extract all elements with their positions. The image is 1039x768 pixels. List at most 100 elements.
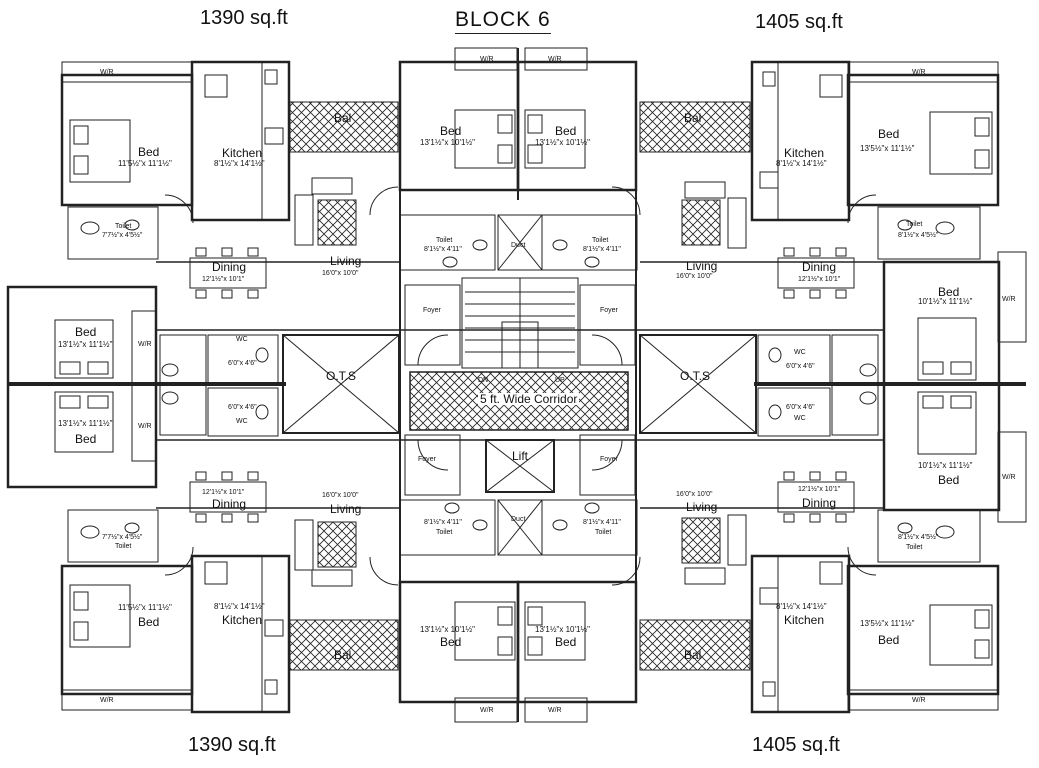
ots-label-left: O.T.S xyxy=(326,369,357,383)
area-top-right: 1405 sq.ft xyxy=(755,11,843,33)
duct-label-top: Duct xyxy=(511,242,526,249)
toilet-dim-4: 8'1½"x 4'5½" xyxy=(898,232,939,239)
top-right-toilet-room xyxy=(877,206,981,260)
wc-dim-4: 6'0"x 4'6" xyxy=(786,404,815,411)
kitchen-dim-2: 8'1½"x 14'1½" xyxy=(776,159,827,168)
wc-label-1: WC xyxy=(236,336,248,343)
area-bottom-right: 1405 sq.ft xyxy=(752,734,840,756)
wc-label-2: WC xyxy=(236,418,248,425)
kitchen-counters xyxy=(204,62,843,712)
bed-label-10: Bed xyxy=(440,635,462,649)
right-mid-wr-top xyxy=(997,251,1027,343)
ots-left-cross xyxy=(282,334,400,434)
bal-label-2: Bal xyxy=(684,111,702,125)
balcony-top-right xyxy=(639,101,751,153)
bed-dim-2: 13'1½"x 10'1½" xyxy=(420,138,475,147)
kitchen-dim-4: 8'1½"x 14'1½" xyxy=(776,602,827,611)
wr-label-12: W/R xyxy=(912,697,926,704)
center-toilet-bottom-right xyxy=(541,499,638,556)
door-6 xyxy=(369,556,399,586)
door-10 xyxy=(591,334,623,366)
dining-label-1: Dining xyxy=(212,260,247,274)
balcony-top-left xyxy=(289,101,399,153)
door-9 xyxy=(417,334,449,366)
door-5 xyxy=(164,546,194,576)
toilet-fixtures xyxy=(80,219,955,539)
door-7 xyxy=(611,556,641,586)
toilet-dim-3: 8'1½"x 4'11" xyxy=(583,246,621,253)
block-title: BLOCK 6 xyxy=(455,9,551,34)
wr-label-3: W/R xyxy=(548,56,562,63)
wc-label-4: WC xyxy=(794,415,806,422)
living-label-3: Living xyxy=(330,502,362,516)
wr-label-6: W/R xyxy=(138,423,152,430)
bottom-center-bed-right xyxy=(516,580,638,704)
kitchen-dim-1: 8'1½"x 14'1½" xyxy=(214,159,265,168)
stair-dn-label: DN xyxy=(478,377,489,384)
wc-top-right xyxy=(757,334,831,384)
bed-label-5: Bed xyxy=(75,325,97,339)
bottom-right-bed-room xyxy=(846,564,1000,696)
toilet-label-4: Toilet xyxy=(906,221,923,228)
bed-dim-12: 13'5½"x 11'1½" xyxy=(860,619,915,628)
wr-label-9: W/R xyxy=(100,697,114,704)
bed-dim-6: 13'1½"x 11'1½" xyxy=(58,419,113,428)
toilet-dim-1: 7'7½"x 4'5½" xyxy=(102,232,143,239)
stair-landing xyxy=(501,321,539,369)
living-label-4: Living xyxy=(686,500,718,514)
duct-top-cross xyxy=(497,214,543,271)
foyer-bottom-left xyxy=(404,434,461,496)
wr-label-8: W/R xyxy=(1002,474,1016,481)
center-toilet-top-right xyxy=(541,214,638,271)
bed-dim-1: 11'5½"x 11'1½" xyxy=(118,159,172,168)
toilet-dim-5: 7'7½"x 4'5½" xyxy=(102,534,143,541)
bottom-left-kitchen-room xyxy=(190,554,291,714)
kitchen-dim-3: 8'1½"x 14'1½" xyxy=(214,602,265,611)
right-mid-wr-bottom xyxy=(997,431,1027,523)
dining-furniture xyxy=(189,247,855,523)
bed-label-1: Bed xyxy=(138,145,160,159)
toilet-dim-7: 8'1½"x 4'11" xyxy=(583,519,621,526)
dining-dim-1: 12'1½"x 10'1" xyxy=(202,276,245,283)
toilet-label-5: Toilet xyxy=(115,543,132,550)
bed-dim-10: 13'1½"x 10'1½" xyxy=(420,625,475,634)
living-dim-4: 16'0"x 10'0" xyxy=(676,491,713,498)
stair-treads xyxy=(465,278,575,368)
bal-label-3: Bal xyxy=(334,648,352,662)
foyer-bottom-right xyxy=(579,434,636,496)
living-label-2: Living xyxy=(686,259,718,273)
bed-dim-11: 13'1½"x 10'1½" xyxy=(535,625,590,634)
toilet-label-1: Toilet xyxy=(115,223,132,230)
bottom-center-wr-right xyxy=(524,697,588,723)
ots-right-cross xyxy=(639,334,757,434)
top-right-bed-wr xyxy=(847,61,999,83)
bed-dim-9: 11'5½"x 11'1½" xyxy=(118,603,172,612)
center-toilet-bottom-left xyxy=(399,499,496,556)
bottom-right-bed-wr xyxy=(847,689,999,711)
bed-label-9: Bed xyxy=(138,615,160,629)
kitchen-label-2: Kitchen xyxy=(784,146,825,160)
bottom-right-toilet-room xyxy=(877,509,981,563)
living-furniture xyxy=(294,177,747,587)
kitchen-label-4: Kitchen xyxy=(784,613,825,627)
area-bottom-left: 1390 sq.ft xyxy=(188,734,276,756)
bed-dim-4: 13'5½"x 11'1½" xyxy=(860,144,915,153)
lift-cross xyxy=(485,439,555,493)
foyer-label-4: Foyer xyxy=(600,456,618,463)
duct-bottom xyxy=(497,499,543,556)
stair-up-label: UP xyxy=(555,377,565,384)
wr-label-4: W/R xyxy=(912,69,926,76)
wc-bottom-right xyxy=(757,387,831,437)
top-left-toilet-room xyxy=(67,206,159,260)
top-left-bed-wr xyxy=(61,61,193,83)
toilet-dim-8: 8'1½"x 4'5½" xyxy=(898,534,939,541)
foyer-top-left xyxy=(404,284,461,366)
top-center-bed-right xyxy=(516,60,638,192)
toilet-label-2: Toilet xyxy=(436,237,453,244)
toilet-label-3: Toilet xyxy=(592,237,609,244)
wr-label-7: W/R xyxy=(1002,296,1016,303)
toilet-dim-6: 8'1½"x 4'11" xyxy=(424,519,462,526)
door-1 xyxy=(164,194,194,224)
dining-label-2: Dining xyxy=(802,260,837,274)
door-8 xyxy=(847,546,877,576)
